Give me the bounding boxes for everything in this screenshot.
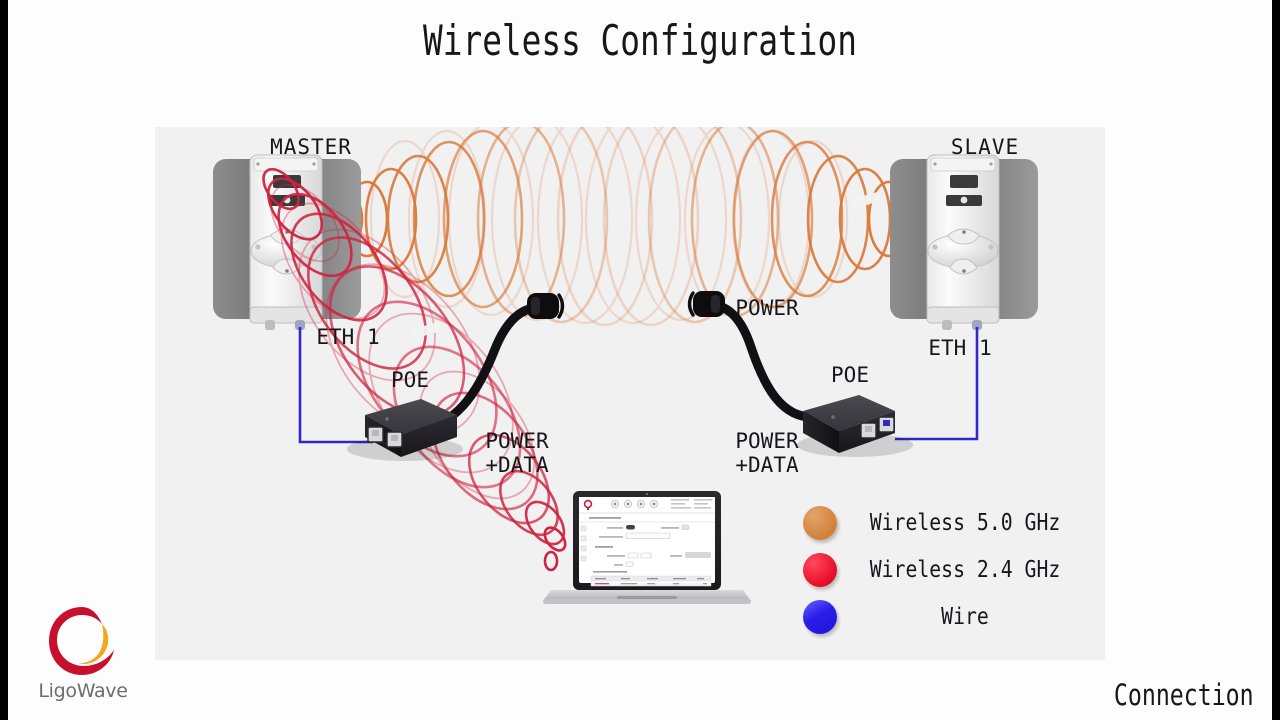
legend-label: Wire — [941, 603, 989, 630]
device-slave — [890, 154, 1038, 330]
slide-canvas: Wireless Configuration — [8, 0, 1272, 720]
power-data-line1: POWER — [485, 429, 549, 453]
laptop-screen-ui — [579, 497, 715, 587]
poe-injector-right — [797, 192, 913, 457]
circle-icon — [803, 552, 837, 587]
wireless-link-5ghz — [318, 127, 938, 327]
wire-master-to-poe — [298, 327, 373, 444]
legend-item-wireless-5ghz: Wireless 5.0 GHz — [803, 499, 1093, 546]
poe-label-left: POE — [391, 368, 429, 392]
device-label-slave: SLAVE — [950, 135, 1020, 159]
laptop — [543, 491, 751, 604]
legend-item-wire: Wire — [803, 593, 1093, 640]
brand-logo: LigoWave — [30, 604, 136, 712]
page-title: Wireless Configuration — [423, 16, 857, 65]
legend: Wireless 5.0 GHz Wireless 2.4 GHz Wire — [803, 499, 1093, 640]
power-label: POWER — [735, 296, 799, 320]
diagram-panel: MASTER SLAVE ETH 1 ETH 1 POE POE POWER P… — [155, 127, 1105, 660]
port-label-slave-eth1: ETH 1 — [928, 336, 992, 360]
legend-label: Wireless 2.4 GHz — [869, 556, 1061, 583]
brand-name: LigoWave — [38, 680, 128, 702]
port-label-master-eth1: ETH 1 — [316, 325, 380, 349]
device-label-master: MASTER — [270, 135, 352, 159]
laptop-base — [543, 590, 751, 604]
wire-slave-to-poe — [895, 327, 979, 441]
power-cable-right — [687, 291, 820, 422]
circle-icon — [803, 599, 837, 634]
legend-item-wireless-24ghz: Wireless 2.4 GHz — [803, 546, 1093, 593]
power-data-line2: +DATA — [485, 453, 549, 477]
footer-section-label: Connection — [1114, 678, 1254, 712]
poe-injector-left — [347, 321, 463, 461]
circle-icon — [803, 505, 837, 540]
power-data-label-left: POWER +DATA — [457, 429, 577, 477]
power-data-line2: +DATA — [735, 453, 799, 477]
diagram-canvas — [213, 127, 1038, 604]
poe-label-right: POE — [831, 363, 869, 387]
power-data-label-right: POWER +DATA — [707, 429, 827, 477]
power-data-line1: POWER — [735, 429, 799, 453]
power-plug-left — [527, 293, 565, 319]
power-plug-right — [687, 291, 725, 317]
legend-label: Wireless 5.0 GHz — [869, 509, 1061, 536]
ligowave-mark-icon — [49, 607, 114, 675]
